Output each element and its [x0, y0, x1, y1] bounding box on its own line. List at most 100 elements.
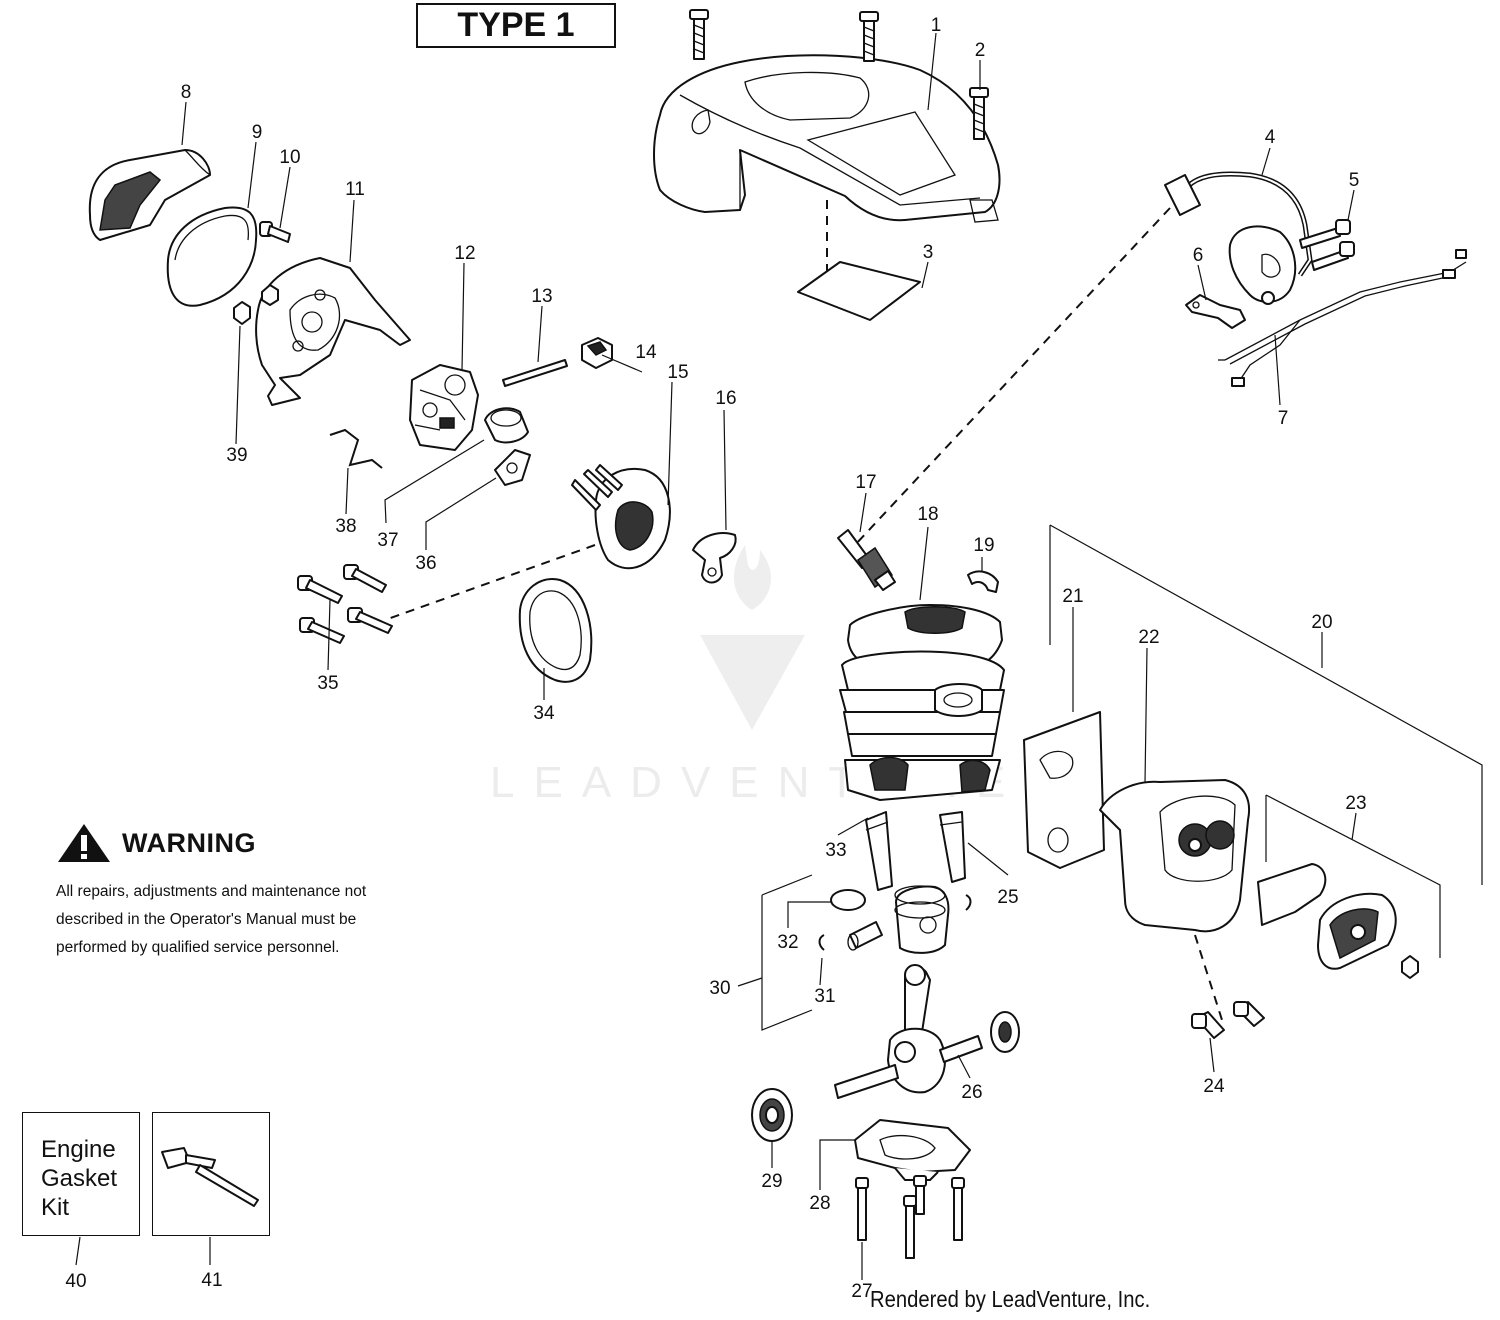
part-34-gasket-ring	[518, 578, 593, 683]
label-part-34: 34	[533, 703, 555, 724]
engine-gasket-kit-label: Engine Gasket Kit	[41, 1136, 118, 1221]
part-31-clip	[818, 894, 972, 951]
label-part-12: 12	[454, 243, 475, 264]
label-part-6: 6	[1193, 245, 1204, 266]
label-part-8: 8	[181, 82, 192, 103]
part-26-bearing	[990, 1011, 1020, 1053]
label-part-25: 25	[997, 887, 1018, 908]
part-19-clip	[967, 570, 999, 593]
label-part-31: 31	[814, 986, 835, 1007]
label-part-28: 28	[809, 1193, 830, 1214]
label-part-24: 24	[1203, 1076, 1225, 1097]
label-part-35: 35	[317, 673, 338, 694]
part-39-nut	[233, 284, 279, 325]
part-3-decal	[797, 261, 921, 321]
part-26-crankshaft	[834, 964, 983, 1099]
label-part-38: 38	[335, 516, 356, 537]
label-part-36: 36	[415, 553, 436, 574]
part-35-bolts	[297, 564, 393, 644]
part-24-screws	[1191, 1001, 1265, 1039]
label-part-37: 37	[377, 530, 398, 551]
label-part-40: 40	[65, 1271, 86, 1292]
leader-4-to-17	[854, 207, 1171, 546]
label-part-27: 27	[851, 1281, 872, 1302]
label-part-20: 20	[1311, 612, 1332, 633]
leader-15-to-35	[384, 544, 596, 621]
part-23-spark-arrestor	[1257, 863, 1419, 979]
part-33-guide	[865, 811, 893, 891]
label-part-13: 13	[531, 286, 552, 307]
part-32-piston-ring	[830, 889, 866, 911]
label-part-29: 29	[761, 1171, 782, 1192]
engine-gasket-kit-box: Engine Gasket Kit	[22, 1112, 140, 1236]
label-part-22: 22	[1138, 627, 1159, 648]
scrench-tool-box	[152, 1112, 270, 1236]
label-part-5: 5	[1349, 170, 1360, 191]
label-part-39: 39	[226, 445, 247, 466]
part-5-screws	[1299, 219, 1355, 271]
label-part-30: 30	[709, 978, 730, 999]
label-part-23: 23	[1345, 793, 1366, 814]
part-15-intake-adapter	[571, 464, 671, 570]
render-credit: Rendered by LeadVenture, Inc.	[870, 1286, 1151, 1312]
warning-block: WARNING All repairs, adjustments and mai…	[56, 822, 416, 962]
label-part-21: 21	[1062, 586, 1083, 607]
label-part-26: 26	[961, 1082, 982, 1103]
part-4-ignition-coil	[1164, 171, 1313, 305]
leader-22-to-24	[1194, 934, 1223, 1021]
label-part-41: 41	[201, 1270, 222, 1291]
label-part-7: 7	[1278, 408, 1289, 429]
label-part-32: 32	[777, 932, 798, 953]
part-41-scrench-tool	[161, 1147, 259, 1207]
part-30-piston	[894, 885, 950, 954]
label-part-9: 9	[252, 122, 263, 143]
part-38-throttle-rod	[329, 428, 383, 469]
part-18-cylinder	[839, 604, 1005, 801]
label-part-19: 19	[973, 535, 994, 556]
part-29-bearing	[751, 1088, 793, 1142]
label-part-18: 18	[917, 504, 938, 525]
part-12-carburetor	[409, 364, 479, 451]
part-25-guide	[939, 811, 966, 883]
part-36-gasket	[494, 449, 531, 486]
part-7-wire-harness	[1218, 249, 1467, 387]
warning-text: All repairs, adjustments and maintenance…	[56, 883, 367, 956]
label-part-14: 14	[635, 342, 657, 363]
part-1-screws	[689, 9, 879, 62]
warning-triangle-icon	[58, 824, 110, 862]
leader-lines	[75, 32, 1483, 1280]
part-6-bracket	[1185, 294, 1246, 329]
part-13-pin	[502, 359, 568, 387]
watermark-logo-icon	[700, 545, 805, 730]
label-part-11: 11	[345, 179, 365, 200]
label-part-16: 16	[715, 388, 736, 409]
label-part-17: 17	[855, 472, 876, 493]
part-2-screw	[969, 87, 989, 140]
part-21-gasket	[1023, 711, 1105, 869]
part-30-wrist-pin	[847, 921, 883, 951]
part-28-crankcase	[854, 1119, 971, 1181]
part-10-screw	[259, 221, 291, 243]
label-part-3: 3	[923, 242, 934, 263]
warning-title: WARNING	[122, 827, 256, 858]
label-part-2: 2	[975, 40, 986, 61]
type-title-box: TYPE 1	[416, 3, 616, 48]
part-9-air-filter	[166, 206, 258, 307]
part-11-air-filter-base	[255, 257, 411, 406]
part-16-gasket	[692, 532, 737, 584]
part-22-muffler	[1099, 779, 1250, 933]
label-part-15: 15	[667, 362, 688, 383]
type-title: TYPE 1	[457, 6, 575, 44]
label-part-1: 1	[931, 15, 942, 36]
part-number-labels: 1 2 3 4 5 6 7 8 9 10 11 12 13 14 15 16 1…	[65, 15, 1366, 1302]
label-part-10: 10	[279, 147, 300, 168]
warning-header: WARNING	[56, 822, 416, 864]
part-1-top-cover	[653, 54, 1001, 223]
part-37-spacer	[484, 407, 529, 444]
part-14-primer	[581, 337, 613, 369]
part-17-spark-plug	[837, 529, 896, 591]
label-part-4: 4	[1265, 127, 1276, 148]
part-8-air-filter-cover	[88, 149, 211, 241]
label-part-33: 33	[825, 840, 846, 861]
